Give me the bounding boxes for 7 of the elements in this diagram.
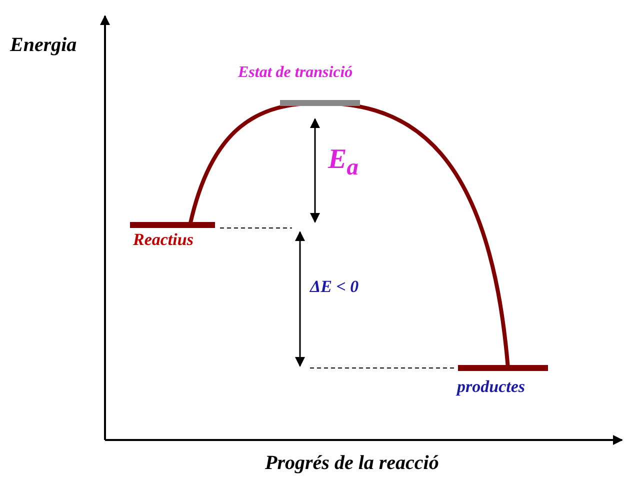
axis-title: Progrés de la reacció <box>265 452 439 474</box>
energy-change-label: ΔE < 0 <box>310 278 359 297</box>
state-label: Reactius <box>133 231 194 250</box>
state-label: productes <box>457 378 525 397</box>
axis-title: Energia <box>10 34 77 56</box>
energy-symbol: E$_{a}$ <box>328 145 358 182</box>
state-label: Estat de transició <box>238 64 353 82</box>
